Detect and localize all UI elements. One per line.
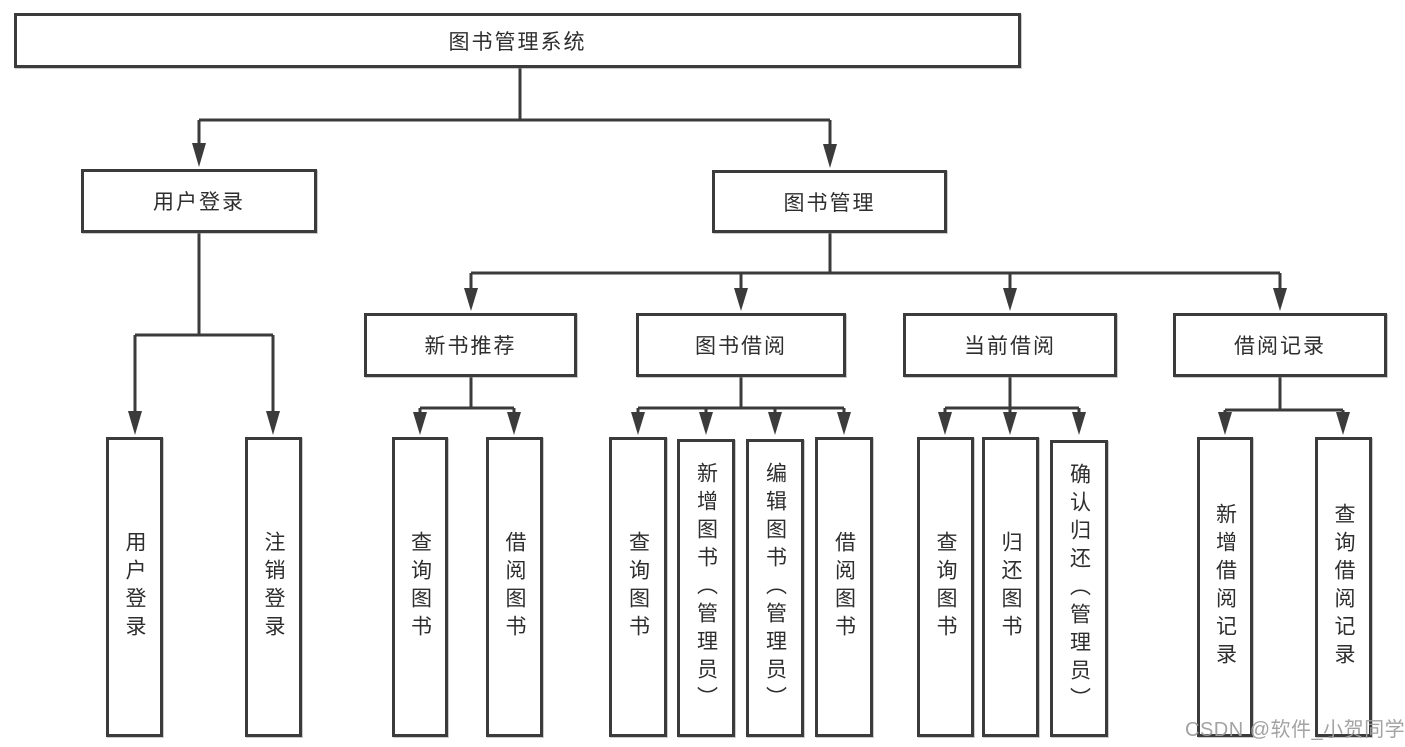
leaf-user-login: 用户登录 <box>106 437 163 737</box>
node-root-library-system: 图书管理系统 <box>14 13 1021 68</box>
arrowheads <box>128 143 1350 435</box>
node-book-management: 图书管理 <box>712 170 947 233</box>
leaf-add-book-admin: 新增图书（管理员） <box>677 439 735 737</box>
node-book-borrow: 图书借阅 <box>636 313 846 377</box>
leaf-query-book-recommend: 查询图书 <box>392 437 448 737</box>
node-borrow-records: 借阅记录 <box>1173 313 1387 377</box>
csdn-watermark: CSDN @软件_小贺同学 <box>1185 719 1405 741</box>
leaf-edit-book-admin: 编辑图书（管理员） <box>746 439 804 737</box>
leaf-confirm-return-admin: 确认归还（管理员） <box>1050 440 1108 737</box>
leaf-logout: 注销登录 <box>245 437 302 737</box>
leaf-return-book: 归还图书 <box>982 437 1039 737</box>
leaf-borrow-book: 借阅图书 <box>815 437 873 737</box>
tree-edges <box>133 68 1345 414</box>
leaf-query-book-borrow: 查询图书 <box>609 437 667 737</box>
node-user-login: 用户登录 <box>81 169 317 233</box>
leaf-query-book-current: 查询图书 <box>917 437 974 737</box>
leaf-query-borrow-record: 查询借阅记录 <box>1315 437 1372 737</box>
node-current-borrow: 当前借阅 <box>903 313 1117 377</box>
leaf-add-borrow-record: 新增借阅记录 <box>1197 437 1253 737</box>
node-new-book-recommend: 新书推荐 <box>364 313 577 377</box>
leaf-borrow-book-recommend: 借阅图书 <box>486 437 543 737</box>
